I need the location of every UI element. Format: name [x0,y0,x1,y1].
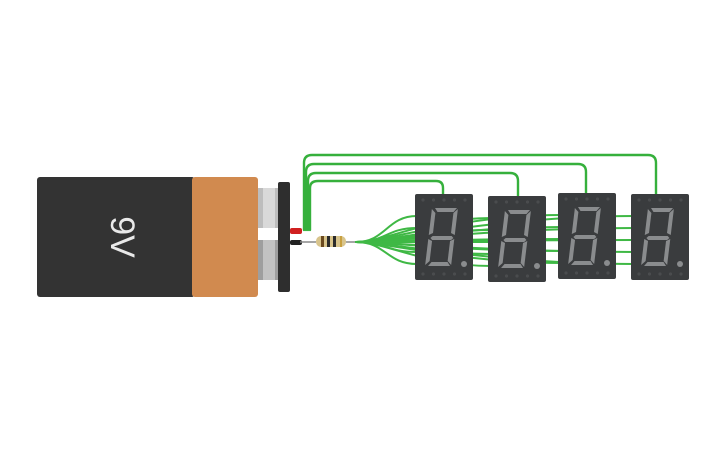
segment-d [501,264,524,268]
display-pin[interactable] [574,197,579,201]
seven-segment-displays [415,193,689,282]
battery-connector[interactable] [278,182,290,292]
segment-c [590,238,598,264]
display-pin[interactable] [536,274,540,278]
display-pin[interactable] [504,200,509,204]
display-pin[interactable] [585,197,589,201]
segment-g [430,236,454,240]
display-pin[interactable] [442,198,446,202]
display-pin[interactable] [606,271,610,275]
display-pin[interactable] [668,272,673,276]
segment-a [578,207,600,211]
decimal-point [677,261,683,267]
display-pin[interactable] [421,198,425,202]
segment-c [520,241,528,267]
segment-b [451,209,458,235]
segment-g [573,235,597,239]
display-pin[interactable] [679,272,683,276]
display-pin[interactable] [536,200,540,204]
display-pin[interactable] [595,271,600,275]
display-pin[interactable] [564,271,568,275]
segment-e [641,239,649,265]
display-pin[interactable] [515,274,519,278]
display-pin[interactable] [637,198,641,202]
display-pin[interactable] [647,198,652,202]
segment-a [435,208,457,212]
display-pin[interactable] [421,272,425,276]
display-pin[interactable] [525,274,530,278]
display-pin[interactable] [658,198,662,202]
terminal-highlight [263,240,275,280]
segment-b [594,208,601,234]
segment-g [503,238,527,242]
segment-a [508,210,530,214]
display-pin[interactable] [606,197,610,201]
segment-b [524,211,531,237]
segment-b [667,209,674,235]
lead-red[interactable] [290,228,302,234]
display-pin[interactable] [668,198,673,202]
segment-f [644,209,652,235]
segment-e [425,239,433,265]
resistor-band-4 [340,236,342,247]
decimal-point [604,260,610,266]
display-pin[interactable] [431,272,436,276]
resistor-band-3 [333,236,336,247]
display-pin[interactable] [574,271,579,275]
segment-a [651,208,673,212]
seven-segment-display[interactable] [631,194,689,280]
display-pin[interactable] [452,198,457,202]
battery-body [37,177,195,297]
display-pin[interactable] [595,197,600,201]
segment-d [571,261,594,265]
display-pin[interactable] [637,272,641,276]
display-pin[interactable] [647,272,652,276]
segment-g [646,236,670,240]
terminal-highlight [263,188,275,228]
resistor[interactable] [316,236,356,247]
segment-c [663,239,671,265]
segment-c [447,239,455,265]
segment-d [644,262,667,266]
display-pin[interactable] [679,198,683,202]
display-pin[interactable] [494,200,498,204]
segment-e [498,241,506,267]
seven-segment-display[interactable] [558,193,616,279]
battery-band [192,177,258,297]
resistor-band-2 [327,236,330,247]
display-pin[interactable] [525,200,530,204]
wire-bundle-top[interactable] [302,153,658,232]
segment-f [428,209,436,235]
segment-f [571,208,579,234]
display-pin[interactable] [585,271,589,275]
display-pin[interactable] [431,198,436,202]
display-pin[interactable] [658,272,662,276]
segment-d [428,262,451,266]
lead-black[interactable] [290,240,302,245]
segment-e [568,238,576,264]
display-pin[interactable] [452,272,457,276]
display-pin[interactable] [504,274,509,278]
battery-9v[interactable]: 9V [37,177,316,297]
display-pin[interactable] [494,274,498,278]
decimal-point [461,261,467,267]
display-pin[interactable] [463,198,467,202]
seven-segment-display[interactable] [415,194,473,280]
resistor-band-1 [321,236,324,247]
display-pin[interactable] [564,197,568,201]
display-pin[interactable] [442,272,446,276]
segment-f [501,211,509,237]
display-pin[interactable] [515,200,519,204]
decimal-point [534,263,540,269]
display-pin[interactable] [463,272,467,276]
battery-label: 9V [103,216,141,258]
seven-segment-display[interactable] [488,196,546,282]
